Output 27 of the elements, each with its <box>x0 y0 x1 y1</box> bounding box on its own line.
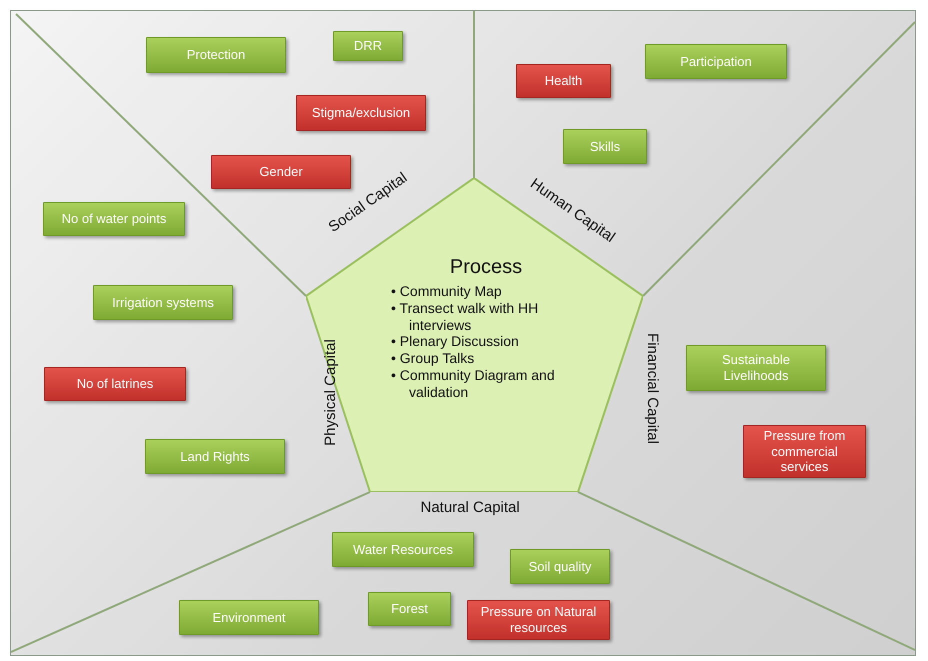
asset-box: Environment <box>179 600 319 635</box>
issue-box: Pressure on Natural resources <box>467 600 610 640</box>
asset-box: Skills <box>563 129 647 164</box>
list-item: • Transect walk with HH interviews <box>391 300 540 334</box>
list-item: • Plenary Discussion <box>391 333 520 350</box>
heading: Process <box>448 256 524 279</box>
asset-box: Soil quality <box>510 549 610 584</box>
list-item: • Group Talks <box>391 350 476 367</box>
asset-box: Water Resources <box>332 532 474 567</box>
sector-label: Financial Capital <box>643 332 660 444</box>
sector-label: Physical Capital <box>321 338 338 446</box>
asset-box: Participation <box>645 44 787 79</box>
asset-box: Land Rights <box>145 439 285 474</box>
asset-box: No of water points <box>43 202 185 236</box>
asset-box: DRR <box>333 31 403 61</box>
sector-label: Natural Capital <box>420 498 520 516</box>
issue-box: Stigma/exclusion <box>296 95 426 131</box>
issue-box: Pressure from commercial services <box>743 425 866 478</box>
issue-box: No of latrines <box>44 367 186 401</box>
list-item: • Community Map <box>391 283 503 300</box>
asset-box: Forest <box>368 592 451 626</box>
asset-box: Irrigation systems <box>93 285 233 320</box>
issue-box: Health <box>516 64 611 98</box>
list-item: • Community Diagram and validation <box>391 366 556 401</box>
asset-box: Sustainable Livelihoods <box>686 345 826 391</box>
asset-box: Protection <box>146 37 286 73</box>
issue-box: Gender <box>211 155 351 189</box>
